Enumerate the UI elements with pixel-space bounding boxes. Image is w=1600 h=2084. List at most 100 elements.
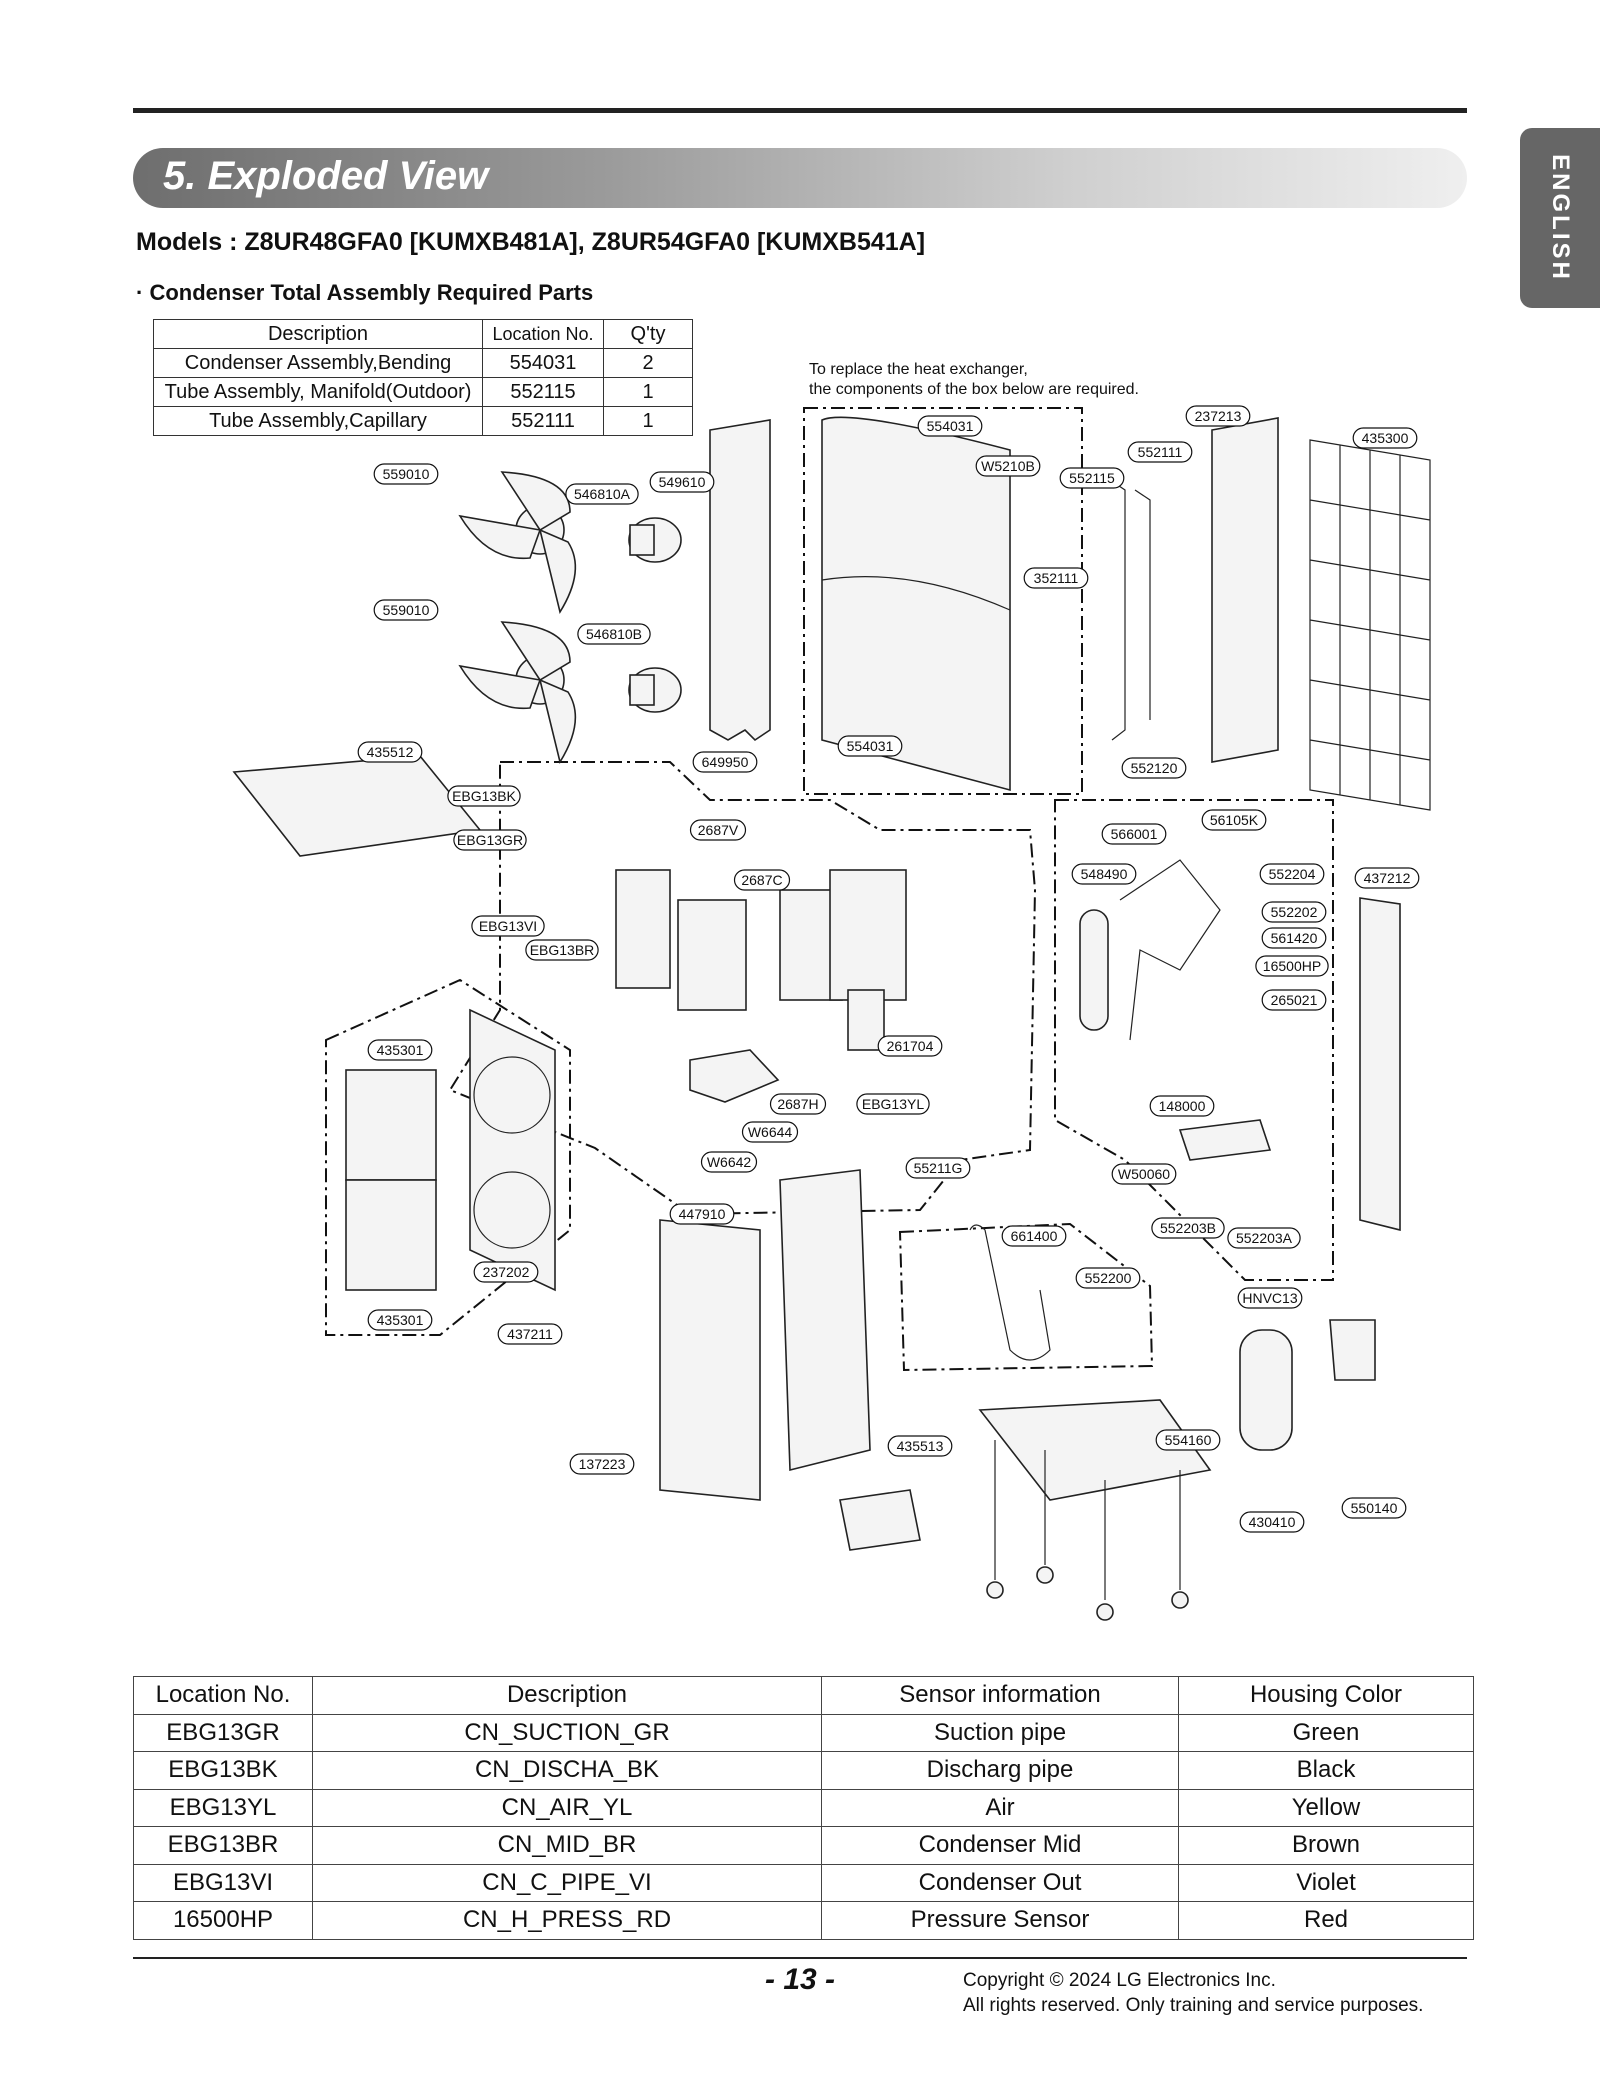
right-side-panel xyxy=(1359,897,1401,1232)
section-banner: 5. Exploded View xyxy=(133,148,1467,208)
callout-text: 554031 xyxy=(847,738,894,754)
top-cover xyxy=(232,755,482,857)
callout-bubble xyxy=(1201,809,1267,831)
callout-text: 546810A xyxy=(574,486,631,502)
callout-bubble xyxy=(1261,901,1327,923)
part-callout-552204: 552204 xyxy=(1259,863,1325,885)
table-cell: EBG13VI xyxy=(133,1863,313,1902)
callout-bubble xyxy=(856,1093,930,1115)
callout-text: 554160 xyxy=(1165,1432,1212,1448)
part-callout-546810B: 546810B xyxy=(577,623,651,645)
callout-bubble xyxy=(1261,989,1327,1011)
part-callout-435512: 435512 xyxy=(357,741,423,763)
callout-bubble xyxy=(887,1435,953,1457)
callout-bubble xyxy=(669,1203,735,1225)
part-callout-435513: 435513 xyxy=(887,1435,953,1457)
foot xyxy=(986,1581,1004,1599)
table-cell: CN_H_PRESS_RD xyxy=(312,1901,822,1940)
part-callout-437212: 437212 xyxy=(1354,867,1420,889)
table-cell: Yellow xyxy=(1178,1788,1474,1827)
callout-text: 447910 xyxy=(679,1206,726,1222)
part-callout-447910: 447910 xyxy=(669,1203,735,1225)
callout-text: EBG13VI xyxy=(479,918,537,934)
callout-text: 137223 xyxy=(579,1456,626,1472)
callout-text: 2687V xyxy=(698,822,739,838)
column-header: Q'ty xyxy=(603,319,693,349)
table-row: Condenser Assembly,Bending 554031 2 xyxy=(153,348,693,378)
callout-text: 2687C xyxy=(741,872,782,888)
front-panel xyxy=(659,1219,761,1501)
column-header: Description xyxy=(153,319,483,349)
callout-text: 552111 xyxy=(1138,444,1183,460)
callout-bubble xyxy=(1354,867,1420,889)
part-callout-265021: 265021 xyxy=(1261,989,1327,1011)
heat-exchanger-note: To replace the heat exchanger, the compo… xyxy=(809,360,1139,400)
callout-bubble xyxy=(917,415,983,437)
callout-bubble xyxy=(373,463,439,485)
required-parts-table: Description Location No. Q'ty Condenser … xyxy=(153,319,693,436)
callout-bubble xyxy=(1341,1497,1407,1519)
table-cell: Brown xyxy=(1178,1826,1474,1865)
callout-bubble xyxy=(1111,1163,1177,1185)
language-tab[interactable]: ENGLISH xyxy=(1520,128,1600,308)
callout-bubble xyxy=(453,829,527,851)
part-callout-56105K: 56105K xyxy=(1201,809,1267,831)
language-tab-label: ENGLISH xyxy=(1547,154,1574,282)
table-row: Tube Assembly,Capillary 552111 1 xyxy=(153,406,693,436)
callout-text: 237213 xyxy=(1195,408,1242,424)
callout-bubble xyxy=(473,1261,539,1283)
callout-text: 237202 xyxy=(483,1264,530,1280)
leg-guides xyxy=(994,1440,1181,1600)
part-callout-W50060: W50060 xyxy=(1111,1163,1177,1185)
part-callout-552115: 552115 xyxy=(1059,467,1125,489)
section-title: 5. Exploded View xyxy=(163,154,489,198)
table-row: 16500HP CN_H_PRESS_RD Pressure Sensor Re… xyxy=(133,1901,1474,1940)
main-pcb xyxy=(677,899,747,1011)
valve-bracket xyxy=(1178,1119,1272,1161)
part-callout-237213: 237213 xyxy=(1185,405,1251,427)
callout-text: 352111 xyxy=(1034,570,1079,586)
table-header-row: Location No. Description Sensor informat… xyxy=(133,1676,1474,1715)
part-callout-148000: 148000 xyxy=(1149,1095,1215,1117)
control-box-base xyxy=(689,1049,780,1103)
part-callout-EBG13BK: EBG13BK xyxy=(447,785,521,807)
part-callout-16500HP: 16500HP xyxy=(1255,955,1329,977)
callout-text: 435513 xyxy=(897,1438,944,1454)
table-cell: 554031 xyxy=(482,348,604,378)
table-row: EBG13BK CN_DISCHA_BK Discharg pipe Black xyxy=(133,1751,1474,1790)
callout-text: 554031 xyxy=(927,418,974,434)
part-callout-430410: 430410 xyxy=(1239,1511,1305,1533)
callout-bubble xyxy=(769,1093,827,1115)
table-cell: CN_AIR_YL xyxy=(312,1788,822,1827)
callout-bubble xyxy=(1075,1267,1141,1289)
callout-bubble xyxy=(1239,1511,1305,1533)
callout-text: W6642 xyxy=(707,1154,752,1170)
part-callout-HNVC13: HNVC13 xyxy=(1237,1287,1303,1309)
callout-bubble xyxy=(1237,1287,1303,1309)
callout-text: 559010 xyxy=(383,602,430,618)
callout-text: HNVC13 xyxy=(1242,1290,1297,1306)
callout-text: 16500HP xyxy=(1263,958,1321,974)
column-header: Description xyxy=(312,1676,822,1715)
page-number: - 13 - xyxy=(765,1963,836,1996)
callout-text: EBG13BR xyxy=(530,942,595,958)
fan-motor-upper xyxy=(628,517,682,563)
table-row: EBG13BR CN_MID_BR Condenser Mid Brown xyxy=(133,1826,1474,1865)
callout-bubble xyxy=(1155,1429,1221,1451)
control-cover xyxy=(615,869,671,989)
condenser-coil xyxy=(821,416,1011,792)
part-callout-261704: 261704 xyxy=(877,1035,943,1057)
foot xyxy=(1096,1603,1114,1621)
callout-bubble xyxy=(837,735,903,757)
callout-text: 552200 xyxy=(1085,1270,1132,1286)
table-cell: CN_C_PIPE_VI xyxy=(312,1863,822,1902)
callout-text: 649950 xyxy=(702,754,749,770)
callout-bubble xyxy=(1352,427,1418,449)
part-callout-352111: 352111 xyxy=(1023,567,1089,589)
base-pan xyxy=(978,1399,1212,1501)
callout-text: 566001 xyxy=(1111,826,1158,842)
callout-text: 435300 xyxy=(1362,430,1409,446)
front-grille-group xyxy=(325,978,571,1336)
part-callout-559010: 559010 xyxy=(373,463,439,485)
callout-text: 549610 xyxy=(659,474,706,490)
